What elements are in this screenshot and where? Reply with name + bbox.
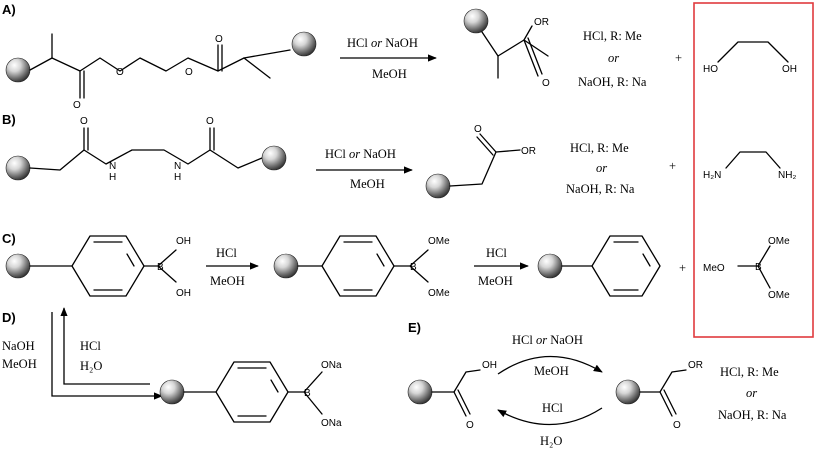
reagent-b-bottom: MeOH [350,177,385,191]
borate-ona-2: ONa [321,418,342,429]
support-bead-sphere-icon [5,57,31,83]
amide-h-2: H [174,172,181,183]
conditions-b-line1: HCl, R: Me [570,141,629,155]
product-e-group: OR [688,360,703,371]
reagent-b-top: HCl or NaOH [325,147,396,161]
byproduct-b-left: H₂N [703,170,721,181]
section-a: A) O O O O HCl or NaOH MeOH OR O HCl, R:… [2,2,797,111]
conditions-a-line2: or [608,51,619,65]
reagent-c2-bottom: MeOH [478,274,513,288]
support-bead-sphere-icon [425,173,451,199]
byproduct-c-top: OMe [768,236,790,247]
reagent-a-top: HCl or NaOH [347,36,418,50]
reagent-e-reverse-top: HCl [542,401,563,415]
reaction-arrow-e-reverse [497,407,603,426]
ester-o-1: O [116,67,124,78]
reaction-arrow-e-forward [497,355,603,375]
plus-b: + [669,159,676,173]
amide-h-1: H [109,172,116,183]
byproduct-b-right: NH₂ [778,170,796,181]
byproducts-highlight-box [693,2,814,338]
reaction-arrow-d-forward [51,312,163,400]
product-b-group: OR [521,146,536,157]
product-a-o: O [542,78,550,89]
boronic-oh-1: OH [176,236,191,247]
support-bead-sphere-icon [537,253,563,279]
conditions-a-line1: HCl, R: Me [583,29,642,43]
section-c-label: C) [2,231,16,246]
section-c: C) B OH OH HCl MeOH B OMe OMe HCl MeOH + [2,231,790,301]
amide-o-2: O [206,116,214,127]
carbonyl-o-2: O [215,34,223,45]
ester-b: B [410,262,417,273]
support-bead-sphere-icon [291,31,317,57]
ester-ome-2: OMe [428,288,450,299]
conditions-e-line1: HCl, R: Me [720,365,779,379]
product-e-o: O [673,420,681,431]
support-bead-sphere-icon [615,379,641,405]
plus-c: + [679,261,686,275]
ester-o-2: O [185,67,193,78]
section-b: B) O O N H N H HCl or NaOH MeOH O OR HCl… [2,112,796,199]
section-a-label: A) [2,2,16,17]
byproduct-c-b: B [755,262,762,273]
acid-o: O [466,420,474,431]
reagent-a-bottom: MeOH [372,67,407,81]
reagent-e-forward-bottom: MeOH [534,364,569,378]
borate-b: B [304,388,311,399]
support-bead-sphere-icon [5,155,31,181]
support-bead-sphere-icon [261,145,287,171]
conditions-e-line2: or [746,386,757,400]
reagent-e-forward-top: HCl or NaOH [512,333,583,347]
conditions-b-line2: or [596,161,607,175]
reagent-d-right-1: HCl [80,339,101,353]
amide-o-1: O [80,116,88,127]
support-bead-sphere-icon [463,8,489,34]
reagent-d-left-2: MeOH [2,357,37,371]
byproduct-a-right: OH [782,64,797,75]
borate-ona-1: ONa [321,360,342,371]
plus-a: + [675,51,682,65]
amide-n-2: N [174,161,181,172]
amide-n-1: N [109,161,116,172]
reagent-d-right-2: H₂O [80,359,102,373]
reagent-c1-top: HCl [216,246,237,260]
section-e: E) OH O HCl or NaOH MeOH HCl H₂O OR O HC… [407,320,787,448]
conditions-e-line3: NaOH, R: Na [718,408,787,422]
acid-oh: OH [482,360,497,371]
section-d-label: D) [2,310,16,325]
ester-ome-1: OMe [428,236,450,247]
reagent-c2-top: HCl [486,246,507,260]
boronic-oh-2: OH [176,288,191,299]
support-bead-sphere-icon [5,253,31,279]
conditions-b-line3: NaOH, R: Na [566,182,635,196]
carbonyl-o-1: O [73,100,81,111]
byproduct-a-left: HO [703,64,718,75]
product-b-o: O [474,124,482,135]
reagent-c1-bottom: MeOH [210,274,245,288]
conditions-a-line3: NaOH, R: Na [578,75,647,89]
boronic-b: B [157,262,164,273]
product-a-group: OR [534,17,549,28]
support-bead-sphere-icon [273,253,299,279]
section-e-label: E) [408,320,421,335]
support-bead-sphere-icon [407,379,433,405]
reagent-d-left-1: NaOH [2,339,35,353]
reagent-e-reverse-bottom: H₂O [540,434,562,448]
byproduct-c-left: MeO [703,263,725,274]
support-bead-sphere-icon [159,379,185,405]
byproduct-c-bottom: OMe [768,290,790,301]
reaction-arrow-d-reverse [60,307,150,385]
section-b-label: B) [2,112,16,127]
section-d: D) NaOH MeOH HCl H₂O B ONa ONa [2,307,342,429]
